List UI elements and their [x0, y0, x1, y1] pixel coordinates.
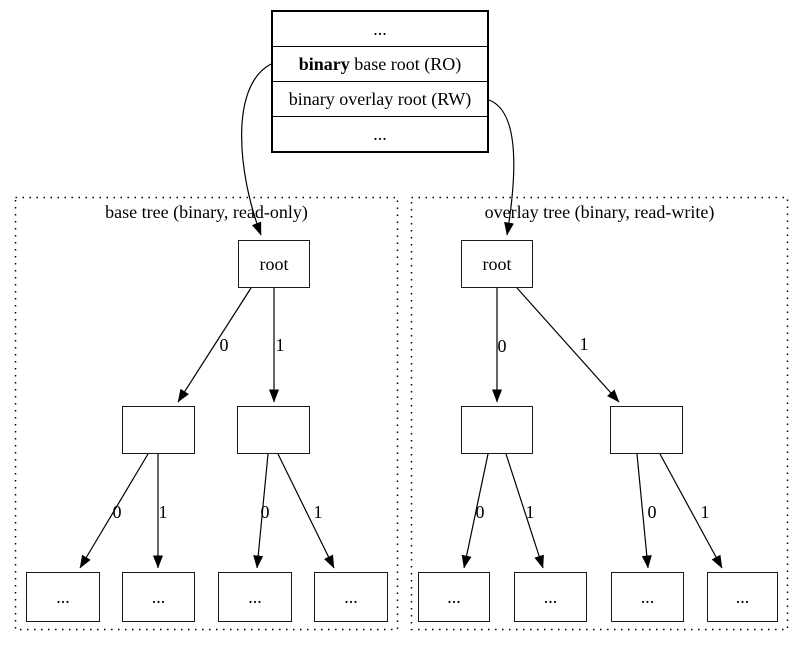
edge-label-overlay-left-1: 1 [525, 502, 535, 522]
overlay-root-node: root [461, 240, 533, 288]
edge-label-overlay-left-0: 0 [475, 502, 485, 522]
overlay-leaf-node-01: ... [514, 572, 587, 622]
base-internal-node-1 [237, 406, 310, 454]
base-leaf-node-01: ... [122, 572, 195, 622]
root-pointer-record-node: ... binary base root (RO) binary overlay… [271, 10, 489, 153]
edge-label-base-root-1: 1 [275, 335, 285, 355]
base-leaf-node-11: ... [314, 572, 388, 622]
base-tree-cluster-title: base tree (binary, read-only) [105, 202, 308, 222]
overlay-leaf-node-11: ... [707, 572, 778, 622]
edge-label-base-root-0: 0 [219, 335, 229, 355]
record-row-base-root: binary base root (RO) [273, 46, 487, 81]
edge-label-overlay-root-0: 0 [497, 336, 507, 356]
overlay-tree-cluster-title: overlay tree (binary, read-write) [484, 202, 715, 222]
edge-label-overlay-right-0: 0 [647, 502, 657, 522]
overlay-leaf-node-10: ... [611, 572, 684, 622]
base-leaf-node-10: ... [218, 572, 292, 622]
record-row-ellipsis-top-text: ... [373, 18, 387, 39]
record-row-ellipsis-top: ... [273, 12, 487, 46]
edge-label-base-left-1: 1 [158, 502, 168, 522]
overlay-tree-cluster: overlay tree (binary, read-write) [411, 197, 788, 630]
record-row-ellipsis-bottom-text: ... [373, 123, 387, 144]
base-tree-cluster: base tree (binary, read-only) [15, 197, 398, 630]
overlay-internal-node-1 [610, 406, 683, 454]
base-root-node: root [238, 240, 310, 288]
record-row-base-root-rest: base root (RO) [349, 53, 462, 74]
record-row-ellipsis-bottom: ... [273, 116, 487, 151]
edge-label-base-right-1: 1 [313, 502, 323, 522]
edge-label-base-right-0: 0 [260, 502, 270, 522]
edge-label-overlay-root-1: 1 [579, 334, 589, 354]
base-leaf-node-00: ... [26, 572, 100, 622]
overlay-leaf-node-00: ... [418, 572, 490, 622]
record-row-overlay-root-text: binary overlay root (RW) [288, 88, 472, 109]
overlay-internal-node-0 [461, 406, 533, 454]
record-row-base-root-bold: binary [298, 53, 350, 74]
record-row-overlay-root: binary overlay root (RW) [273, 81, 487, 116]
edge-label-base-left-0: 0 [112, 502, 122, 522]
edge-label-overlay-right-1: 1 [700, 502, 710, 522]
base-internal-node-0 [122, 406, 195, 454]
